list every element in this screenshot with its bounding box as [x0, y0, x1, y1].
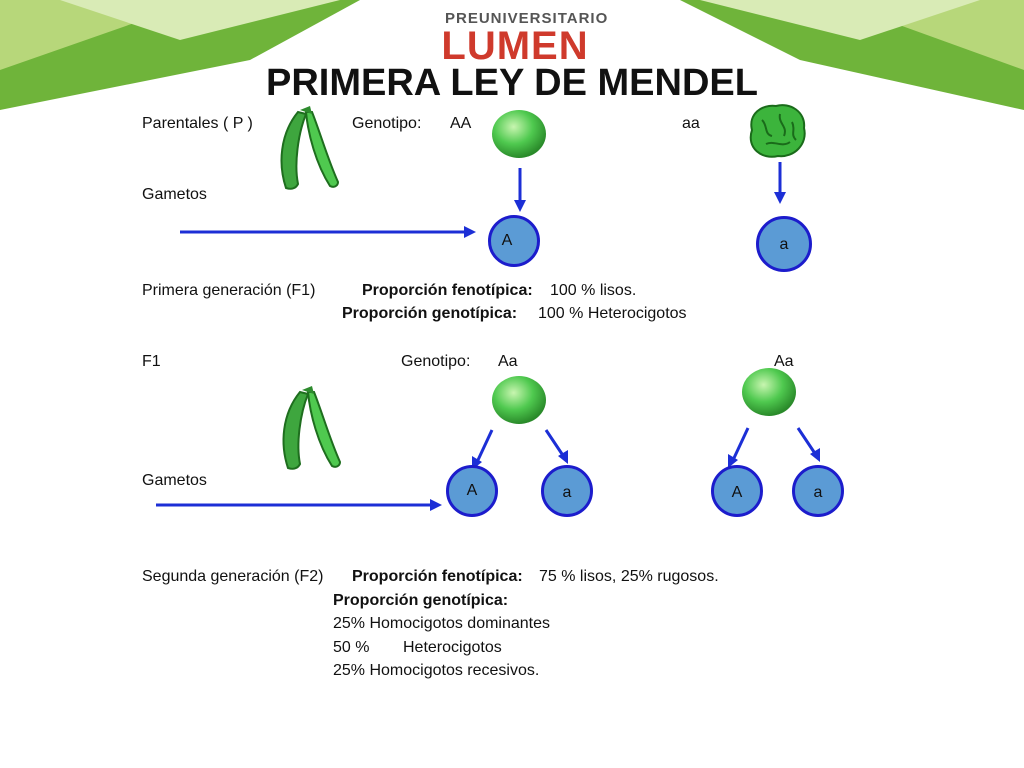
f2-ratio-1: 25% Homocigotos dominantes	[333, 615, 551, 632]
f2-fen-label: Proporción fenotípica:	[352, 568, 523, 585]
f2-ratio-3: 25% Homocigotos recesivos.	[333, 662, 540, 679]
f1-gen-label: Proporción genotípica:	[342, 305, 518, 322]
f2-ratio-2-pct: 50 %	[333, 639, 370, 656]
gamete-circle: A	[711, 465, 763, 517]
f1-fen-value: 100 % lisos.	[550, 282, 637, 299]
f1-gen-value: 100 % Heterocigotos	[538, 305, 687, 322]
logo-subtitle: PREUNIVERSITARIO	[445, 10, 609, 27]
arrow-right-icon	[180, 226, 476, 238]
arrow-right-icon	[156, 499, 442, 511]
f2-gen-label: Proporción genotípica:	[333, 592, 509, 609]
gamete-circle: a	[792, 465, 844, 517]
wrinkled-pea-icon	[749, 104, 806, 158]
f2-ratio-2-text: Heterocigotos	[403, 639, 502, 656]
f2-fen-value: 75 % lisos, 25% rugosos.	[539, 568, 719, 585]
gamete-label: a	[779, 236, 789, 253]
page-title: PRIMERA LEY DE MENDEL	[266, 62, 758, 104]
f2-generation-label: Segunda generación (F2)	[142, 568, 324, 585]
f1-fen-label: Proporción fenotípica:	[362, 282, 533, 299]
arrow-down-icon	[774, 162, 786, 204]
f1-genotipo-2: Aa	[774, 353, 794, 370]
gamete-circle: a	[756, 216, 812, 272]
smooth-pea-icon	[492, 110, 546, 158]
gamete-label: A	[466, 482, 478, 499]
gamete-label: a	[813, 484, 823, 501]
gametos-2-label: Gametos	[142, 472, 207, 489]
gamete-label: A	[731, 484, 743, 501]
gametos-1-label: Gametos	[142, 186, 207, 203]
gamete-label: A	[501, 232, 513, 249]
parentales-label: Parentales ( P )	[142, 115, 253, 132]
pea-pod-icon	[280, 106, 340, 190]
arrow-diagonal-icon	[472, 429, 568, 470]
f1-genotipo-1: Aa	[498, 353, 518, 370]
header-decoration	[0, 0, 1024, 110]
smooth-pea-icon	[492, 376, 546, 424]
f1-genotipo-label: Genotipo:	[401, 353, 471, 370]
gamete-circle: a	[541, 465, 593, 517]
parentales-genotipo-2: aa	[682, 115, 700, 132]
pea-pod-icon	[282, 386, 342, 470]
arrow-diagonal-icon	[728, 427, 820, 468]
f1-label: F1	[142, 353, 161, 370]
arrow-down-icon	[514, 168, 526, 212]
f1-generation-label: Primera generación (F1)	[142, 282, 316, 299]
gamete-circle: A	[488, 215, 540, 267]
gamete-circle: A	[446, 465, 498, 517]
smooth-pea-icon	[742, 368, 796, 416]
parentales-genotipo-1: AA	[450, 115, 472, 132]
parentales-genotipo-label: Genotipo:	[352, 115, 422, 132]
logo-name: LUMEN	[441, 24, 589, 68]
gamete-label: a	[562, 484, 572, 501]
